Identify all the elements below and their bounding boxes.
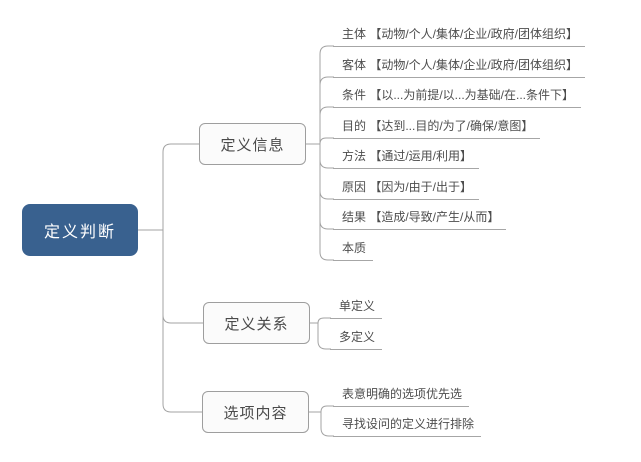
connector-root-branch3 xyxy=(162,230,202,413)
connector-branch1-leaf8 xyxy=(319,144,334,261)
leaf-multiple-definition[interactable]: 多定义 xyxy=(330,329,383,350)
connector-root-branch1 xyxy=(162,143,199,230)
leaf-clear-option-first[interactable]: 表意明确的选项优先选 xyxy=(333,386,470,407)
leaf-reason[interactable]: 原因 【因为/由于/出于】 xyxy=(333,179,480,200)
leaf-method[interactable]: 方法 【通过/运用/利用】 xyxy=(333,148,480,169)
connector-root-branch2 xyxy=(162,230,203,324)
leaf-exclude-by-question-definition[interactable]: 寻找设问的定义进行排除 xyxy=(333,416,482,437)
leaf-object[interactable]: 客体 【动物/个人/集体/企业/政府/团体组织】 xyxy=(333,57,586,78)
connector-branch1-leaf3 xyxy=(319,106,334,144)
leaf-single-definition[interactable]: 单定义 xyxy=(330,298,383,319)
connector-branch1-leaf6 xyxy=(319,144,334,200)
connector-branch1-leaf4 xyxy=(319,137,334,145)
leaf-result[interactable]: 结果 【造成/导致/产生/从而】 xyxy=(333,209,507,230)
connector-branch1-leaf7 xyxy=(319,144,334,230)
branch-option-content[interactable]: 选项内容 xyxy=(202,391,309,433)
leaf-purpose[interactable]: 目的 【达到...目的/为了/确保/意图】 xyxy=(333,118,541,139)
root-topic-definition-judgment[interactable]: 定义判断 xyxy=(22,204,138,256)
leaf-essence[interactable]: 本质 xyxy=(333,240,374,261)
branch-definition-info[interactable]: 定义信息 xyxy=(199,123,306,165)
connector-branch1-leaf2 xyxy=(319,76,334,144)
leaf-subject[interactable]: 主体 【动物/个人/集体/企业/政府/团体组织】 xyxy=(333,26,586,47)
connector-branch1-leaf5 xyxy=(319,144,334,169)
leaf-condition[interactable]: 条件 【以...为前提/以...为基础/在...条件下】 xyxy=(333,87,582,108)
branch-definition-relation[interactable]: 定义关系 xyxy=(203,302,310,344)
connector-branch1-leaf1 xyxy=(319,45,334,144)
